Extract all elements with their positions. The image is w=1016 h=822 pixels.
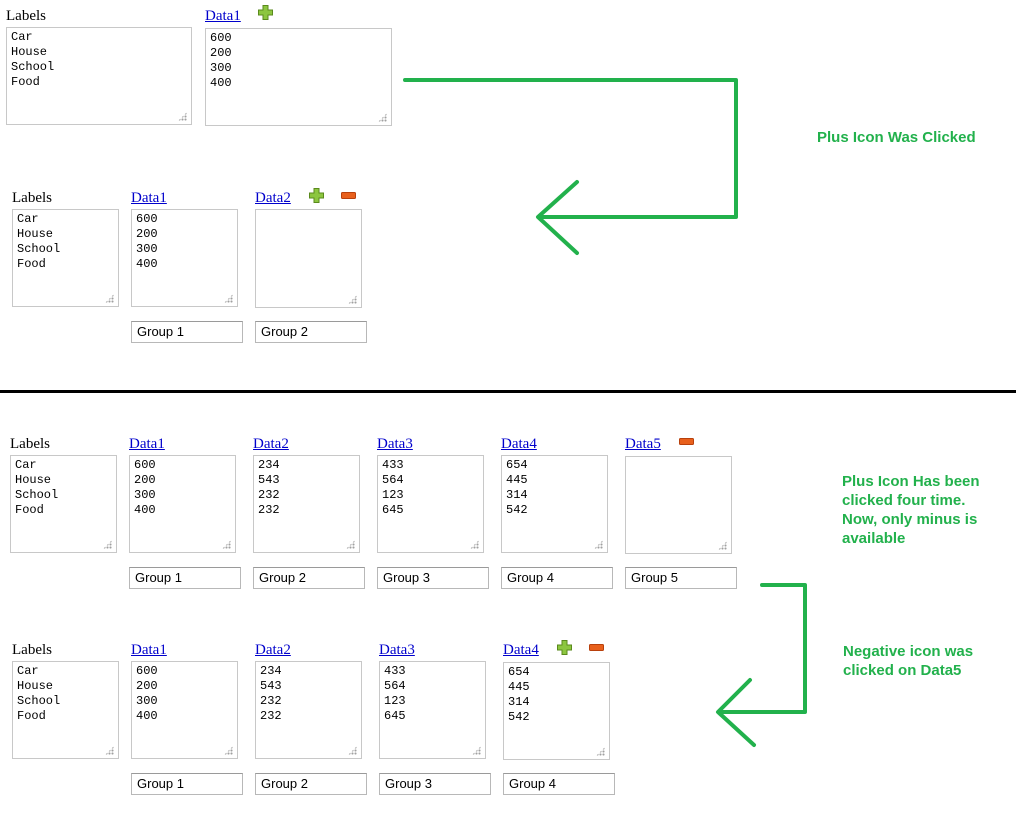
plus-icon[interactable] bbox=[557, 640, 572, 655]
arrow-2 bbox=[718, 583, 807, 714]
group-1-input[interactable]: Group 1 bbox=[129, 567, 241, 589]
group-2-input[interactable]: Group 2 bbox=[253, 567, 365, 589]
data3-textarea[interactable]: 433 564 123 645 bbox=[377, 455, 484, 553]
data2-textarea[interactable]: 234 543 232 232 bbox=[253, 455, 360, 553]
data3-textarea[interactable]: 433 564 123 645 bbox=[379, 661, 486, 759]
data4-textarea[interactable]: 654 445 314 542 bbox=[503, 662, 610, 760]
arrow-1 bbox=[403, 78, 738, 219]
resize-grip-icon[interactable] bbox=[346, 540, 355, 549]
labels-header: Labels bbox=[12, 642, 52, 658]
resize-grip-icon[interactable] bbox=[594, 540, 603, 549]
resize-grip-icon[interactable] bbox=[596, 747, 605, 756]
data1-textarea[interactable]: 600 200 300 400 bbox=[131, 661, 238, 759]
labels-header: Labels bbox=[12, 190, 52, 206]
resize-grip-icon[interactable] bbox=[348, 295, 357, 304]
labels-header: Labels bbox=[6, 8, 46, 24]
resize-grip-icon[interactable] bbox=[472, 746, 481, 755]
group-1-input[interactable]: Group 1 bbox=[131, 321, 243, 343]
group-2-input[interactable]: Group 2 bbox=[255, 321, 367, 343]
data2-link[interactable]: Data2 bbox=[253, 436, 289, 452]
resize-grip-icon[interactable] bbox=[470, 540, 479, 549]
data5-textarea[interactable] bbox=[625, 456, 732, 554]
data4-link[interactable]: Data4 bbox=[503, 642, 539, 658]
resize-grip-icon[interactable] bbox=[348, 746, 357, 755]
group-3-input[interactable]: Group 3 bbox=[379, 773, 491, 795]
data1-link[interactable]: Data1 bbox=[131, 190, 167, 206]
minus-icon[interactable] bbox=[589, 644, 604, 651]
labels-header: Labels bbox=[10, 436, 50, 452]
arrow-2-head bbox=[716, 678, 756, 747]
data3-link[interactable]: Data3 bbox=[379, 642, 415, 658]
data1-textarea[interactable]: 600 200 300 400 bbox=[129, 455, 236, 553]
data3-link[interactable]: Data3 bbox=[377, 436, 413, 452]
group-2-input[interactable]: Group 2 bbox=[255, 773, 367, 795]
resize-grip-icon[interactable] bbox=[222, 540, 231, 549]
group-5-input[interactable]: Group 5 bbox=[625, 567, 737, 589]
data1-textarea[interactable]: 600 200 300 400 bbox=[131, 209, 238, 307]
data1-link[interactable]: Data1 bbox=[129, 436, 165, 452]
group-1-input[interactable]: Group 1 bbox=[131, 773, 243, 795]
resize-grip-icon[interactable] bbox=[224, 294, 233, 303]
data2-textarea[interactable] bbox=[255, 209, 362, 308]
resize-grip-icon[interactable] bbox=[224, 746, 233, 755]
arrow-1-head bbox=[536, 180, 579, 255]
resize-grip-icon[interactable] bbox=[178, 112, 187, 121]
data2-textarea[interactable]: 234 543 232 232 bbox=[255, 661, 362, 759]
minus-icon[interactable] bbox=[341, 192, 356, 199]
resize-grip-icon[interactable] bbox=[105, 294, 114, 303]
section-divider bbox=[0, 390, 1016, 393]
group-3-input[interactable]: Group 3 bbox=[377, 567, 489, 589]
resize-grip-icon[interactable] bbox=[718, 541, 727, 550]
group-4-input[interactable]: Group 4 bbox=[503, 773, 615, 795]
labels-textarea[interactable]: Car House School Food bbox=[6, 27, 192, 125]
data1-textarea[interactable]: 600 200 300 400 bbox=[205, 28, 392, 126]
annotation-plus-four-times: Plus Icon Has been clicked four time. No… bbox=[842, 473, 980, 547]
resize-grip-icon[interactable] bbox=[105, 746, 114, 755]
labels-textarea[interactable]: Car House School Food bbox=[12, 209, 119, 307]
labels-textarea[interactable]: Car House School Food bbox=[12, 661, 119, 759]
resize-grip-icon[interactable] bbox=[103, 540, 112, 549]
labels-textarea[interactable]: Car House School Food bbox=[10, 455, 117, 553]
data4-textarea[interactable]: 654 445 314 542 bbox=[501, 455, 608, 553]
data1-link[interactable]: Data1 bbox=[131, 642, 167, 658]
data1-link[interactable]: Data1 bbox=[205, 8, 241, 24]
data2-link[interactable]: Data2 bbox=[255, 642, 291, 658]
plus-icon[interactable] bbox=[309, 188, 324, 203]
data5-link[interactable]: Data5 bbox=[625, 436, 661, 452]
minus-icon[interactable] bbox=[679, 438, 694, 445]
annotation-negative-clicked: Negative icon was clicked on Data5 bbox=[843, 643, 974, 679]
plus-icon[interactable] bbox=[258, 5, 273, 20]
group-4-input[interactable]: Group 4 bbox=[501, 567, 613, 589]
annotation-plus-clicked: Plus Icon Was Clicked bbox=[817, 129, 976, 146]
data2-link[interactable]: Data2 bbox=[255, 190, 291, 206]
data4-link[interactable]: Data4 bbox=[501, 436, 537, 452]
resize-grip-icon[interactable] bbox=[378, 113, 387, 122]
